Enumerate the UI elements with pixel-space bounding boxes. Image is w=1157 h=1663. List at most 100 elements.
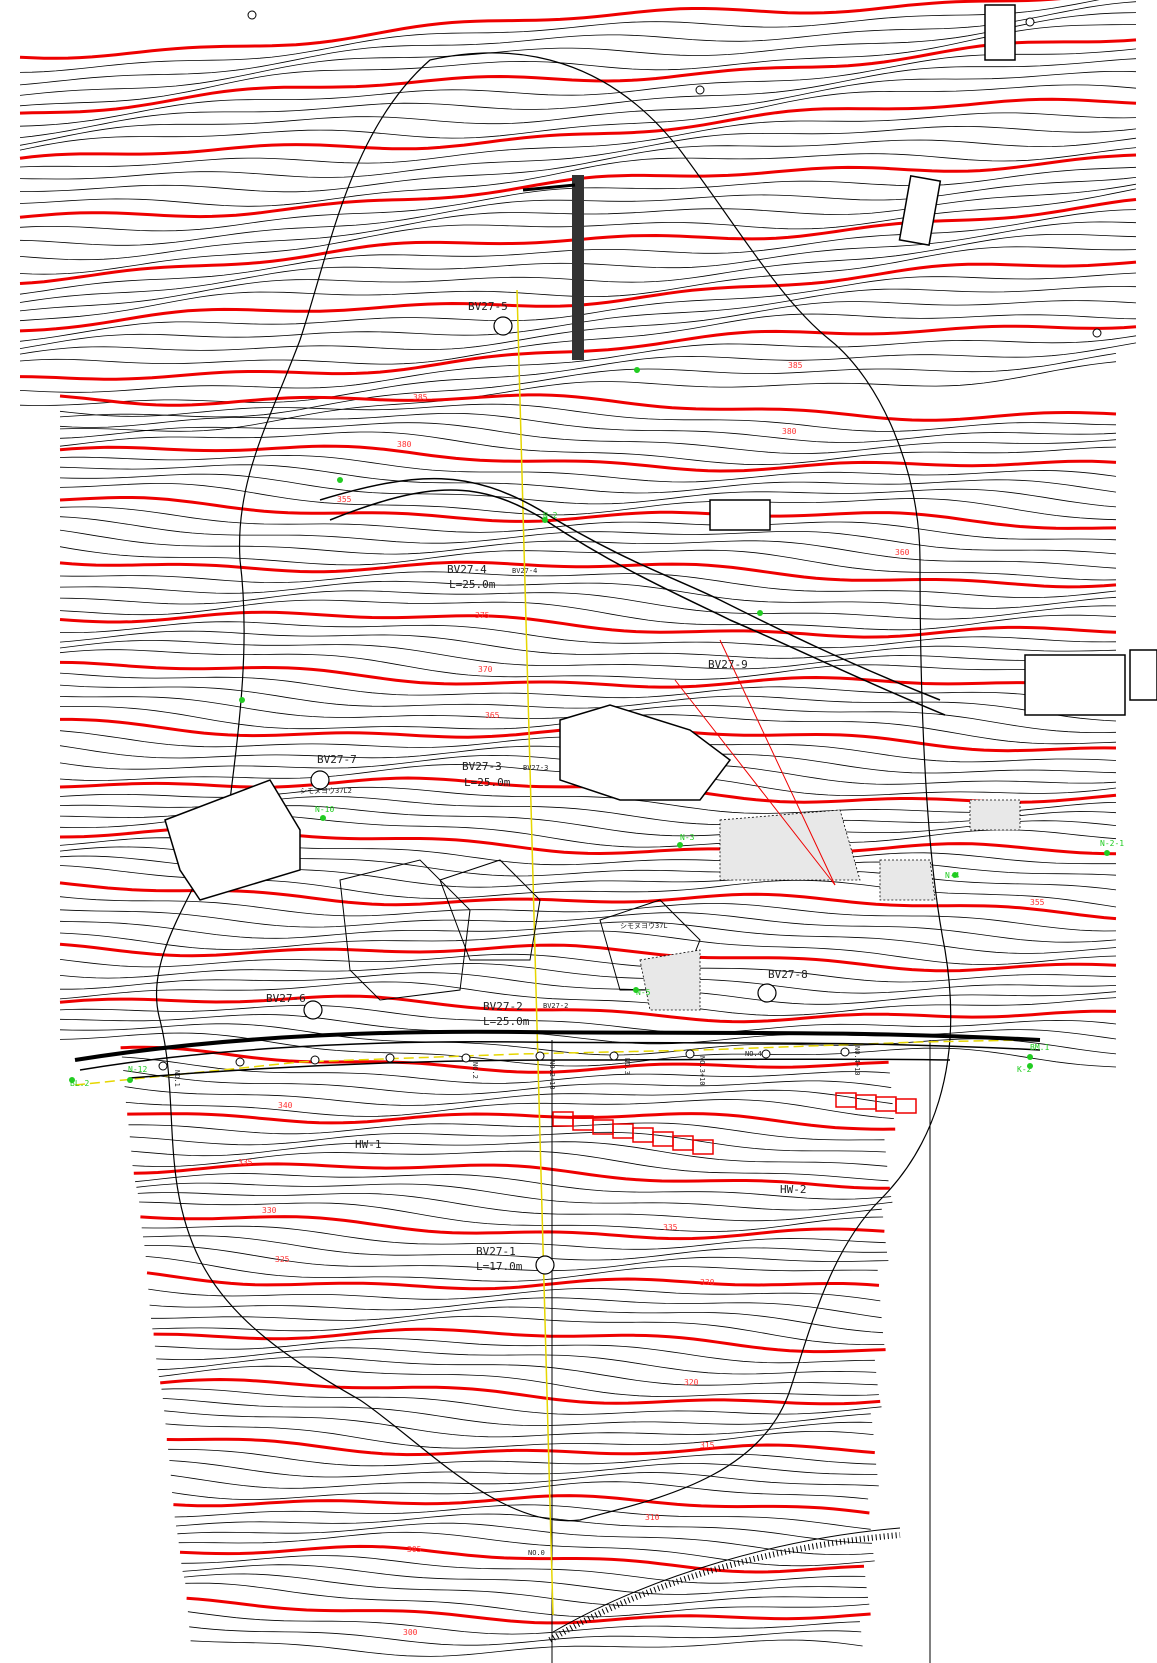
green-survey-points <box>69 367 1110 1083</box>
contour-line <box>59 1032 1117 1068</box>
contour-line <box>161 1388 882 1415</box>
small-label-2: BV27-3 <box>523 764 548 772</box>
contour-line <box>59 660 1117 693</box>
contour-line <box>59 1023 1117 1056</box>
main-road-lower-edge <box>79 1041 1041 1071</box>
label-hw-2: HW-2 <box>780 1183 807 1196</box>
contour-line <box>137 1192 882 1222</box>
elev-label: 310 <box>645 1513 660 1522</box>
station-4: NO.4 <box>745 1050 762 1058</box>
station-1: NO.1 <box>173 1070 181 1087</box>
contour-line <box>59 590 1117 620</box>
contour-line <box>59 516 1117 555</box>
contour-line <box>139 1201 884 1232</box>
contour-line <box>59 496 1117 530</box>
depth-bh-2: L=25.0m <box>483 1015 530 1028</box>
index-contours <box>19 0 1137 1625</box>
contour-line <box>19 335 1137 393</box>
building-west <box>164 779 301 901</box>
contour-line <box>183 1573 869 1606</box>
contour-line <box>146 1271 880 1291</box>
small-label-3: BV27-2 <box>543 1002 568 1010</box>
sp-k-2: K-2 <box>1017 1065 1032 1074</box>
elev-label: 375 <box>475 611 490 620</box>
stippled-areas <box>639 799 1021 1011</box>
sp-bm-1: BM.1 <box>1030 1043 1049 1052</box>
contour-line <box>59 413 1117 443</box>
borehole-labels: BV27-5 BV27-4 L=25.0m BV27-3 L=25.0m BV2… <box>266 300 808 1273</box>
contour-line <box>59 963 1117 994</box>
label-bh-5: BV27-5 <box>468 300 508 313</box>
contour-line <box>127 1112 896 1131</box>
contour-line <box>59 599 1117 631</box>
sp-n-10: N-10 <box>315 805 334 814</box>
contour-line <box>59 909 1117 943</box>
contour-line <box>162 1398 871 1427</box>
elev-label: 385 <box>413 393 428 402</box>
contour-line <box>181 1555 866 1584</box>
contour-line <box>141 1225 886 1250</box>
contour-line <box>59 422 1117 455</box>
contour-line <box>129 1131 886 1153</box>
building-center <box>559 704 732 801</box>
yellow-section-line <box>516 289 554 1616</box>
contour-line <box>124 1086 893 1106</box>
label-hw-1: HW-1 <box>355 1138 382 1151</box>
contour-line <box>59 483 1117 521</box>
label-bh-9: BV27-9 <box>708 658 748 671</box>
contour-line <box>187 1611 860 1635</box>
contour-line <box>164 1410 873 1438</box>
contour-line <box>182 1564 867 1595</box>
contour-line <box>172 1481 869 1500</box>
building-east <box>1024 654 1126 716</box>
label-bh-8: BV27-8 <box>768 968 808 981</box>
elev-label: 330 <box>700 1278 715 1287</box>
survey-point-labels: N-12 BL.2 N-10 N-2 N-3 N-4 N-5 N-2-1 BM.… <box>70 511 1124 1088</box>
contour-line <box>154 1338 875 1364</box>
contour-line <box>168 1448 877 1467</box>
elev-label: 320 <box>684 1378 699 1387</box>
contour-line <box>173 1494 870 1515</box>
contour-line <box>177 1522 874 1556</box>
contour-line <box>169 1460 878 1478</box>
contour-line <box>123 1070 892 1095</box>
contour-elevation-labels: 385 385 380 380 375 370 365 355 360 355 … <box>238 361 1045 1637</box>
jp-label-1: シモヌヨウ37L2 <box>300 787 352 795</box>
contour-line <box>153 1327 886 1354</box>
contour-line <box>142 1235 888 1261</box>
contour-line <box>59 403 1117 432</box>
contour-line <box>165 1423 874 1449</box>
sp-n-5: N-5 <box>636 988 651 997</box>
contour-line <box>59 684 1117 722</box>
contour-line <box>19 12 1137 96</box>
contour-line <box>189 1626 862 1646</box>
elev-label: 360 <box>895 548 910 557</box>
contour-line <box>151 1306 884 1334</box>
label-bh-7: BV27-7 <box>317 753 357 766</box>
elev-label: 305 <box>407 1545 422 1554</box>
survey-rays <box>674 639 836 886</box>
elev-label: 330 <box>262 1206 277 1215</box>
contour-line <box>190 1639 863 1657</box>
contour-line <box>59 630 1117 659</box>
contour-line <box>186 1596 871 1625</box>
depth-bh-1: L=17.0m <box>476 1260 523 1273</box>
contour-line <box>59 529 1117 569</box>
contour-line <box>185 1582 870 1618</box>
contour-line <box>19 0 1062 60</box>
contour-line <box>157 1356 878 1386</box>
station-2: NO.2 <box>471 1062 479 1079</box>
contour-line <box>59 393 1117 422</box>
main-road-south-edge <box>129 1058 951 1079</box>
elev-label: 385 <box>788 361 803 370</box>
contour-line <box>19 1 1137 86</box>
contour-line <box>59 994 1117 1024</box>
contour-line <box>175 1513 873 1544</box>
contour-line <box>59 930 1117 966</box>
sp-n-2: N-2 <box>543 511 558 520</box>
road-station-markers <box>158 10 1102 1071</box>
retaining-wall-blocks <box>552 1092 917 1155</box>
contour-line <box>19 84 1137 151</box>
contour-line <box>19 342 1137 406</box>
